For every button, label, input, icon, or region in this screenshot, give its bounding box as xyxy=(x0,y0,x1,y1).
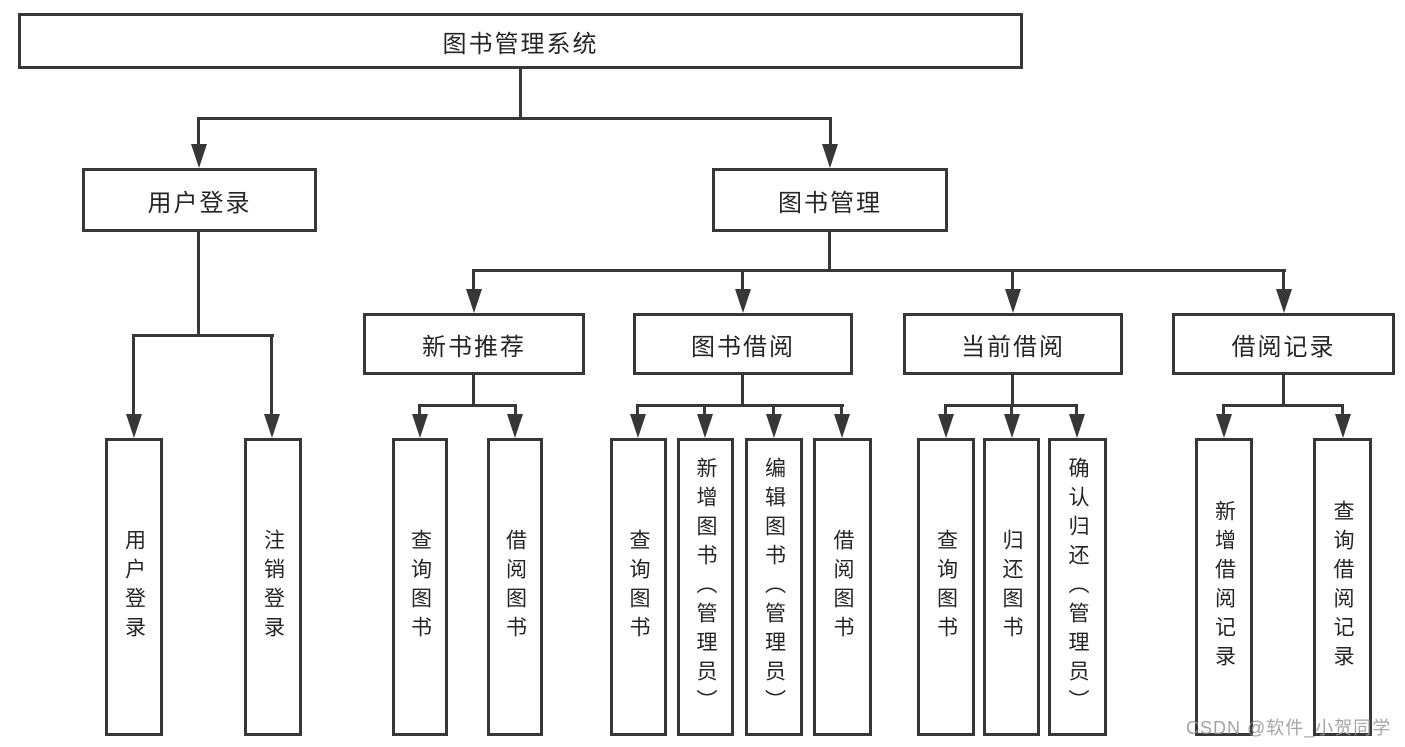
leaf-user-login-label: 用户登录 xyxy=(122,529,146,645)
connector-stem-borrow-records xyxy=(1282,269,1285,291)
node-user-login: 用户登录 xyxy=(82,168,317,232)
arrowhead-book-borrow xyxy=(735,289,751,313)
arrowhead-query-books-borrow xyxy=(630,414,646,438)
connector-stem-query-books-current xyxy=(944,404,947,416)
leaf-query-books-recommend: 查询图书 xyxy=(392,438,448,736)
leaf-return-book-label: 归还图书 xyxy=(1000,529,1023,645)
arrowhead-confirm-return xyxy=(1069,414,1085,438)
connector-stem-confirm-return xyxy=(1075,404,1078,416)
connector-stem-edit-book xyxy=(772,404,775,416)
arrowhead-edit-book xyxy=(766,414,782,438)
leaf-query-books-borrow-label: 查询图书 xyxy=(627,529,650,645)
connector-book-management-fork xyxy=(472,269,1286,272)
leaf-query-books-borrow: 查询图书 xyxy=(610,438,667,736)
node-new-book-recommend: 新书推荐 xyxy=(363,313,585,375)
node-book-borrow: 图书借阅 xyxy=(633,313,853,375)
arrowhead-book-management xyxy=(822,144,838,168)
leaf-query-books-recommend-label: 查询图书 xyxy=(408,529,432,645)
node-current-borrow-label: 当前借阅 xyxy=(961,333,1065,361)
leaf-borrow-books-recommend: 借阅图书 xyxy=(487,438,543,736)
arrowhead-add-book xyxy=(697,414,713,438)
connector-stem-query-books-borrow xyxy=(636,404,639,416)
leaf-add-borrow-record-label: 新增借阅记录 xyxy=(1212,500,1236,674)
leaf-return-book: 归还图书 xyxy=(983,438,1040,736)
leaf-borrow-books-recommend-label: 借阅图书 xyxy=(503,529,527,645)
leaf-user-login: 用户登录 xyxy=(105,438,163,736)
connector-book-borrow-fork xyxy=(636,404,844,407)
leaf-query-borrow-record-label: 查询借阅记录 xyxy=(1331,500,1354,674)
connector-borrow-records-fork xyxy=(1222,404,1344,407)
leaf-add-book-admin-label: 新增图书（管理员） xyxy=(694,456,717,718)
leaf-logout: 注销登录 xyxy=(244,438,302,736)
connector-user-login-drop xyxy=(197,232,200,337)
arrowhead-new-book-recommend xyxy=(466,289,482,313)
leaf-add-book-admin: 新增图书（管理员） xyxy=(677,438,734,736)
leaf-query-books-current: 查询图书 xyxy=(917,438,975,736)
connector-root-fork xyxy=(197,117,832,120)
connector-stem-borrow-books-recommend xyxy=(514,404,517,416)
connector-stem-query-books-recommend xyxy=(418,404,421,416)
leaf-edit-book-admin-label: 编辑图书（管理员） xyxy=(762,456,786,718)
leaf-edit-book-admin: 编辑图书（管理员） xyxy=(745,438,803,736)
connector-stem-new-book-recommend xyxy=(472,269,475,291)
connector-stem-leaf-user-login xyxy=(132,334,135,418)
connector-stem-return-book xyxy=(1010,404,1013,416)
csdn-watermark: CSDN @软件_小贺同学 xyxy=(1186,718,1392,738)
connector-current-borrow-drop xyxy=(1011,375,1014,407)
leaf-query-books-current-label: 查询图书 xyxy=(934,529,958,645)
node-new-book-recommend-label: 新书推荐 xyxy=(422,333,526,361)
arrowhead-leaf-logout xyxy=(264,414,280,438)
arrowhead-current-borrow xyxy=(1005,289,1021,313)
node-book-borrow-label: 图书借阅 xyxy=(691,333,795,361)
arrowhead-return-book xyxy=(1004,414,1020,438)
arrowhead-borrow-books-recommend xyxy=(507,414,523,438)
connector-book-management-drop xyxy=(828,232,831,272)
connector-stem-query-borrow-record xyxy=(1341,404,1344,416)
node-book-management-label: 图书管理 xyxy=(778,189,882,217)
connector-stem-book-borrow xyxy=(741,269,744,291)
connector-new-book-recommend-drop xyxy=(472,375,475,407)
connector-stem-borrow-books-2 xyxy=(840,404,843,416)
leaf-confirm-return-admin: 确认归还（管理员） xyxy=(1048,438,1107,736)
connector-user-login-fork xyxy=(132,334,274,337)
arrowhead-user-login xyxy=(191,144,207,168)
leaf-borrow-books-2-label: 借阅图书 xyxy=(831,529,854,645)
connector-stem-user-login xyxy=(197,117,200,147)
arrowhead-query-books-current xyxy=(938,414,954,438)
node-current-borrow: 当前借阅 xyxy=(903,313,1123,375)
node-book-management: 图书管理 xyxy=(712,168,948,232)
arrowhead-borrow-records xyxy=(1276,289,1292,313)
connector-book-borrow-drop xyxy=(741,375,744,407)
node-borrow-records-label: 借阅记录 xyxy=(1231,333,1336,361)
connector-stem-leaf-logout xyxy=(270,334,273,418)
node-borrow-records: 借阅记录 xyxy=(1172,313,1395,375)
connector-new-book-recommend-fork xyxy=(418,404,517,407)
leaf-add-borrow-record: 新增借阅记录 xyxy=(1195,438,1253,736)
connector-root-drop xyxy=(519,69,522,119)
connector-borrow-records-drop xyxy=(1282,375,1285,407)
node-root-label: 图书管理系统 xyxy=(442,30,599,58)
node-root: 图书管理系统 xyxy=(18,13,1023,69)
leaf-confirm-return-admin-label: 确认归还（管理员） xyxy=(1066,456,1089,718)
arrowhead-leaf-user-login xyxy=(126,414,142,438)
arrowhead-borrow-books-2 xyxy=(834,414,850,438)
node-user-login-label: 用户登录 xyxy=(147,189,252,217)
leaf-query-borrow-record: 查询借阅记录 xyxy=(1313,438,1372,736)
connector-stem-add-book xyxy=(703,404,706,416)
arrowhead-add-borrow-record xyxy=(1216,414,1232,438)
arrowhead-query-borrow-record xyxy=(1335,414,1351,438)
leaf-logout-label: 注销登录 xyxy=(261,529,285,645)
connector-stem-current-borrow xyxy=(1011,269,1014,291)
arrowhead-query-books-recommend xyxy=(412,414,428,438)
connector-stem-book-management xyxy=(829,117,832,147)
leaf-borrow-books-2: 借阅图书 xyxy=(813,438,872,736)
connector-stem-add-borrow-record xyxy=(1222,404,1225,416)
